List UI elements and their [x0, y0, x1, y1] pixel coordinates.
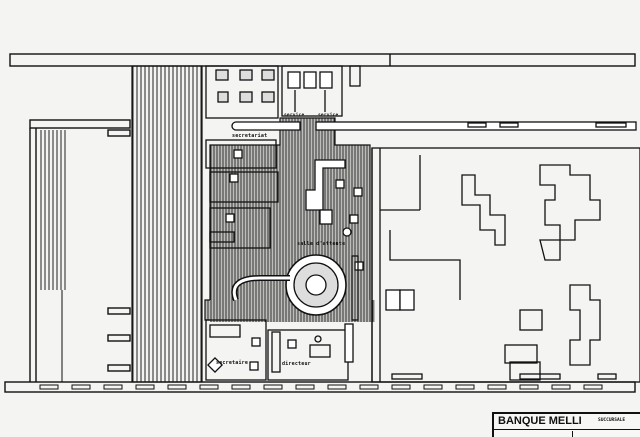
- room-label-secretariat: secretariat: [232, 133, 268, 139]
- room-label-service-left: service: [284, 113, 305, 118]
- title-divider: [494, 429, 640, 430]
- room-label-secretary: secretaire: [216, 360, 249, 366]
- project-subtitle: SUCCURSALE: [598, 418, 626, 423]
- room-label-service-right: service: [318, 113, 339, 118]
- title-cell: [498, 431, 573, 437]
- ramp-hatch: [132, 66, 202, 382]
- project-title: BANQUE MELLI: [498, 415, 582, 427]
- room-label-waiting-hall: salle d'attente: [297, 241, 346, 247]
- left-stair-hatch: [38, 130, 68, 290]
- room-label-director: directeur: [282, 361, 311, 367]
- title-block: BANQUE MELLI SUCCURSALE: [492, 412, 640, 437]
